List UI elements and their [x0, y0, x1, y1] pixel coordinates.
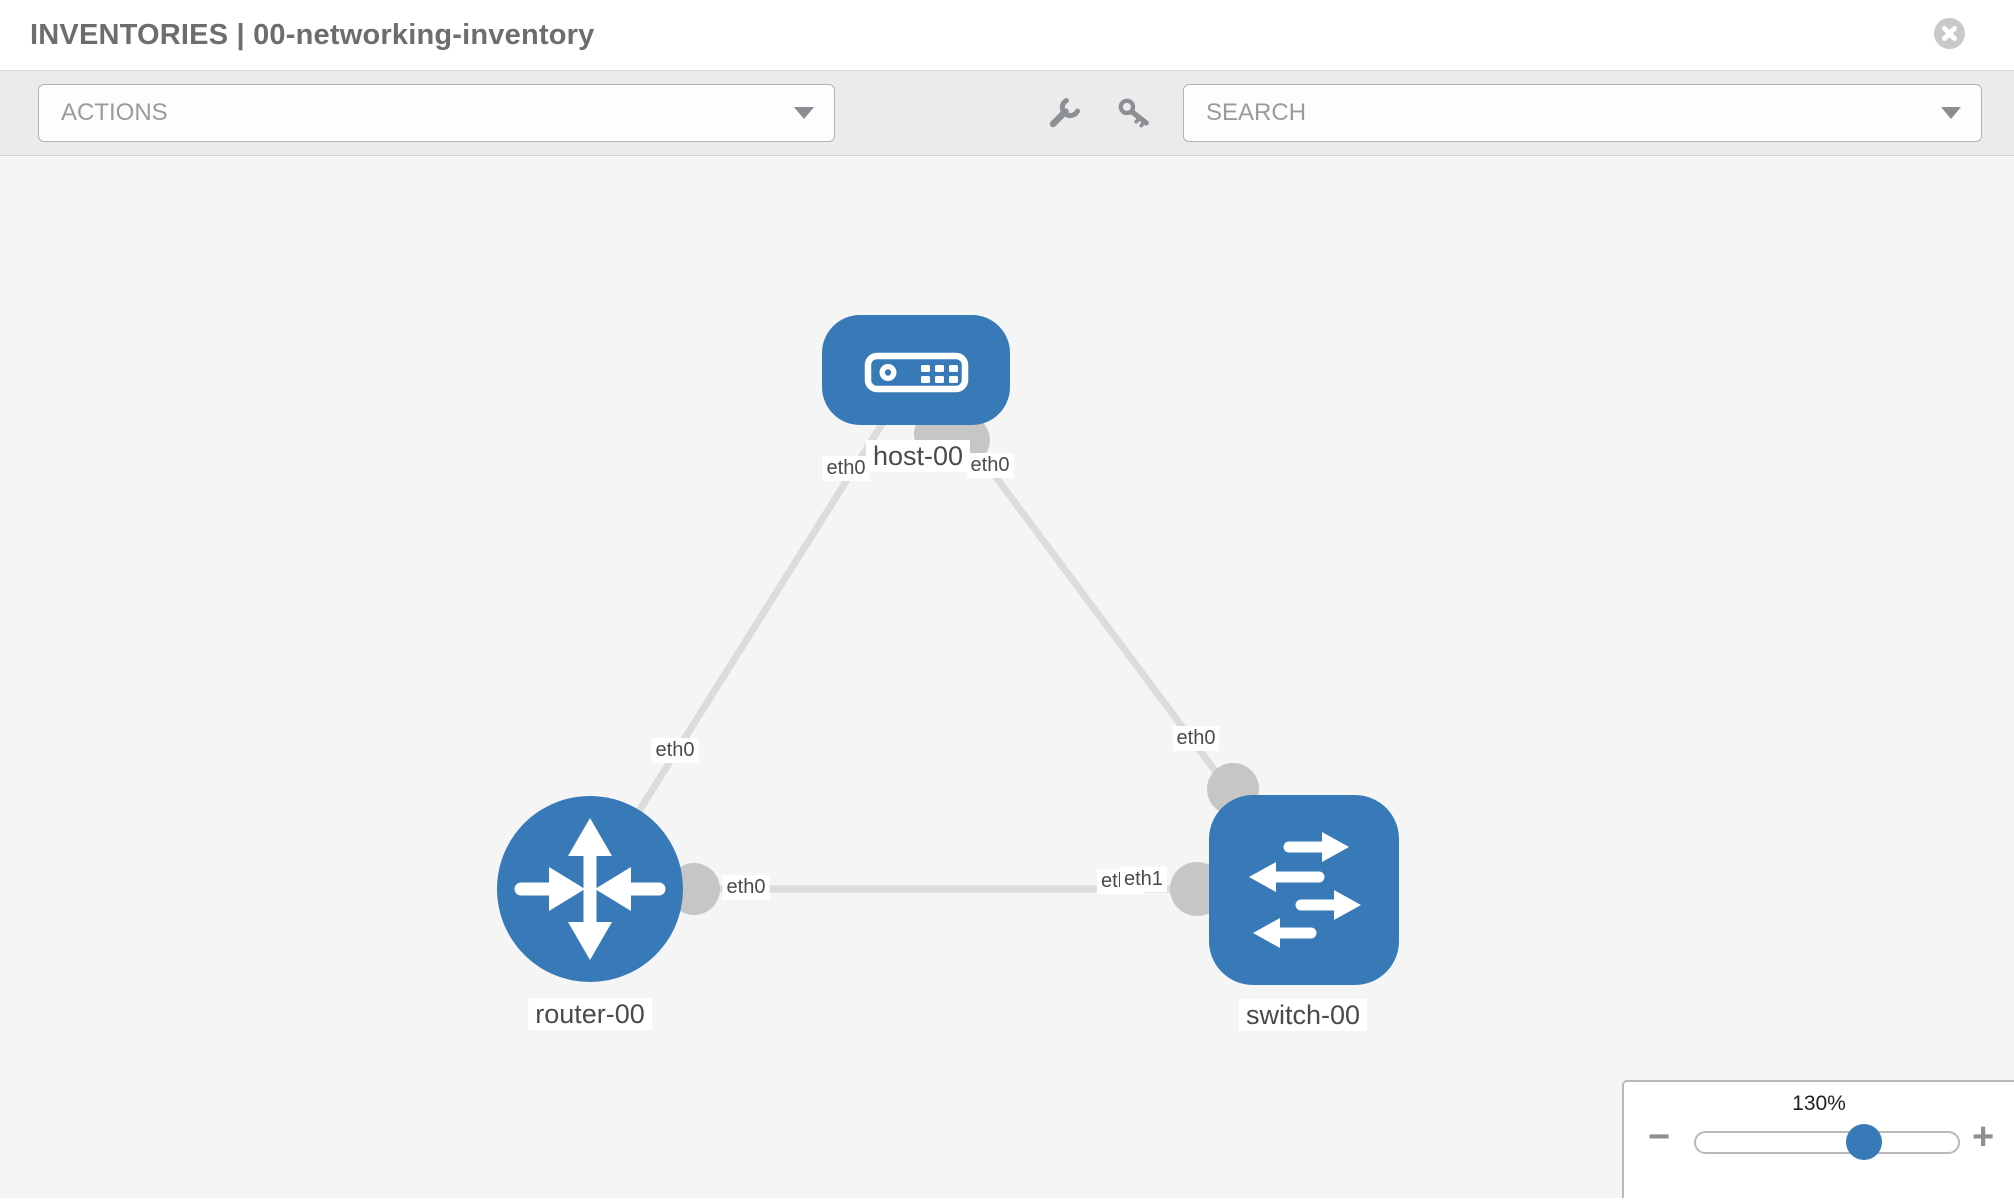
search-dropdown[interactable]: SEARCH: [1183, 84, 1982, 142]
iface-label-router-eth0-to-host: eth0: [651, 738, 699, 763]
zoom-value: 130%: [1792, 1092, 1846, 1115]
node-label-switch-00: switch-00: [1238, 999, 1368, 1031]
close-icon: [1942, 26, 1957, 41]
zoom-control-panel: 130% − +: [1622, 1080, 2014, 1198]
iface-label-router-eth0-to-switch: eth0: [722, 875, 770, 900]
toolbar-icon-group: [1047, 96, 1151, 130]
iface-label-switch-eth1-to-router: eth1: [1120, 867, 1167, 892]
node-host-00[interactable]: [822, 315, 1010, 425]
page-title: INVENTORIES | 00-networking-inventory: [30, 18, 595, 51]
zoom-in-button[interactable]: +: [1972, 1116, 1995, 1158]
topology-links-layer: [587, 367, 1307, 916]
search-placeholder: SEARCH: [1206, 99, 1307, 126]
node-label-router-00: router-00: [528, 998, 652, 1030]
tools-button[interactable]: [1047, 96, 1081, 130]
toolbar: ACTIONS SEARCH: [0, 71, 2014, 156]
node-switch-00[interactable]: [1209, 795, 1399, 985]
iface-label-switch-eth0-to-host: eth0: [1172, 726, 1220, 751]
caret-down-icon: [794, 107, 814, 119]
switch-icon: [1249, 832, 1361, 948]
close-button[interactable]: [1934, 18, 1965, 49]
page-header: INVENTORIES | 00-networking-inventory: [0, 0, 2014, 71]
wrench-icon: [1049, 98, 1080, 128]
topology-canvas[interactable]: host-00 eth0 eth0 eth0 eth0 eth0 eth0 et…: [0, 156, 2014, 1198]
zoom-slider-track[interactable]: [1694, 1131, 1960, 1154]
key-button[interactable]: [1117, 96, 1151, 130]
host-icon: [864, 352, 969, 393]
node-router-00[interactable]: [497, 796, 683, 982]
actions-dropdown[interactable]: ACTIONS: [38, 84, 835, 142]
iface-label-host-eth0-to-router: eth0: [822, 456, 870, 481]
router-icon: [514, 818, 666, 960]
actions-dropdown-label: ACTIONS: [61, 99, 168, 126]
zoom-slider-thumb[interactable]: [1846, 1124, 1882, 1160]
zoom-out-button[interactable]: −: [1648, 1116, 1671, 1158]
iface-label-host-eth0-to-switch: eth0: [966, 453, 1014, 478]
key-icon: [1118, 98, 1149, 128]
caret-down-icon: [1941, 107, 1961, 119]
node-label-host-00: host-00: [865, 440, 971, 472]
